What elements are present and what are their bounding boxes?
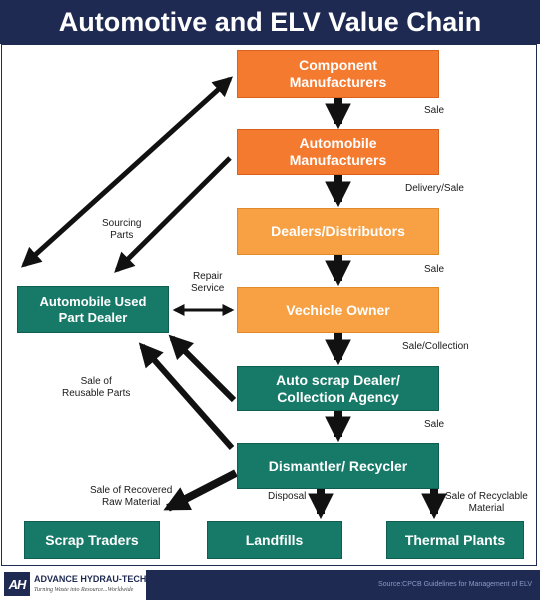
- label-sale-recovered-raw: Sale of Recovered Raw Material: [90, 485, 173, 508]
- node-dismantler-recycler: Dismantler/ Recycler: [237, 443, 439, 489]
- node-auto-scrap-dealer: Auto scrap Dealer/ Collection Agency: [237, 366, 439, 411]
- node-vehicle-owner: Vechicle Owner: [237, 287, 439, 333]
- node-scrap-traders: Scrap Traders: [24, 521, 160, 559]
- node-dealers-distributors: Dealers/Distributors: [237, 208, 439, 255]
- label-sale-1: Sale: [424, 105, 445, 116]
- label-sourcing-parts: Sourcing Parts: [102, 218, 142, 241]
- node-automobile-manufacturers: Automobile Manufacturers: [237, 129, 439, 175]
- label-sale-2: Sale: [424, 264, 445, 275]
- node-component-manufacturers: Component Manufacturers: [237, 50, 439, 98]
- footer-band: [146, 570, 540, 600]
- node-used-part-dealer: Automobile Used Part Dealer: [17, 286, 169, 333]
- company-name: ADVANCE HYDRAU-TECH PVT. LTD.: [34, 574, 190, 584]
- page-title: Automotive and ELV Value Chain: [0, 0, 540, 44]
- node-thermal-plants: Thermal Plants: [386, 521, 524, 559]
- company-tagline: Turning Waste into Resource...Worldwide: [34, 587, 134, 593]
- arrow-reusable-to-scrap-dealer: [168, 334, 237, 403]
- label-sale-collection: Sale/Collection: [402, 341, 469, 352]
- source-note: Source:CPCB Guidelines for Management of…: [378, 581, 532, 588]
- label-delivery-sale: Delivery/Sale: [405, 183, 464, 194]
- diagram-panel: [1, 44, 537, 566]
- arrow-reusable-to-dismantler: [138, 342, 235, 450]
- label-sale-reusable-parts: Sale of Reusable Parts: [62, 376, 131, 399]
- arrow-sourcing-component: [21, 76, 233, 268]
- label-sale-recyclable: Sale of Recyclable Material: [445, 491, 528, 514]
- label-repair-service: Repair Service: [191, 271, 225, 294]
- label-disposal: Disposal: [268, 491, 307, 502]
- company-logo-icon: AH: [4, 572, 30, 596]
- node-landfills: Landfills: [207, 521, 342, 559]
- label-sale-3: Sale: [424, 419, 445, 430]
- arrow-sourcing-automobile: [114, 156, 232, 273]
- arrow-dismantler-to-scrap-traders: [163, 469, 238, 512]
